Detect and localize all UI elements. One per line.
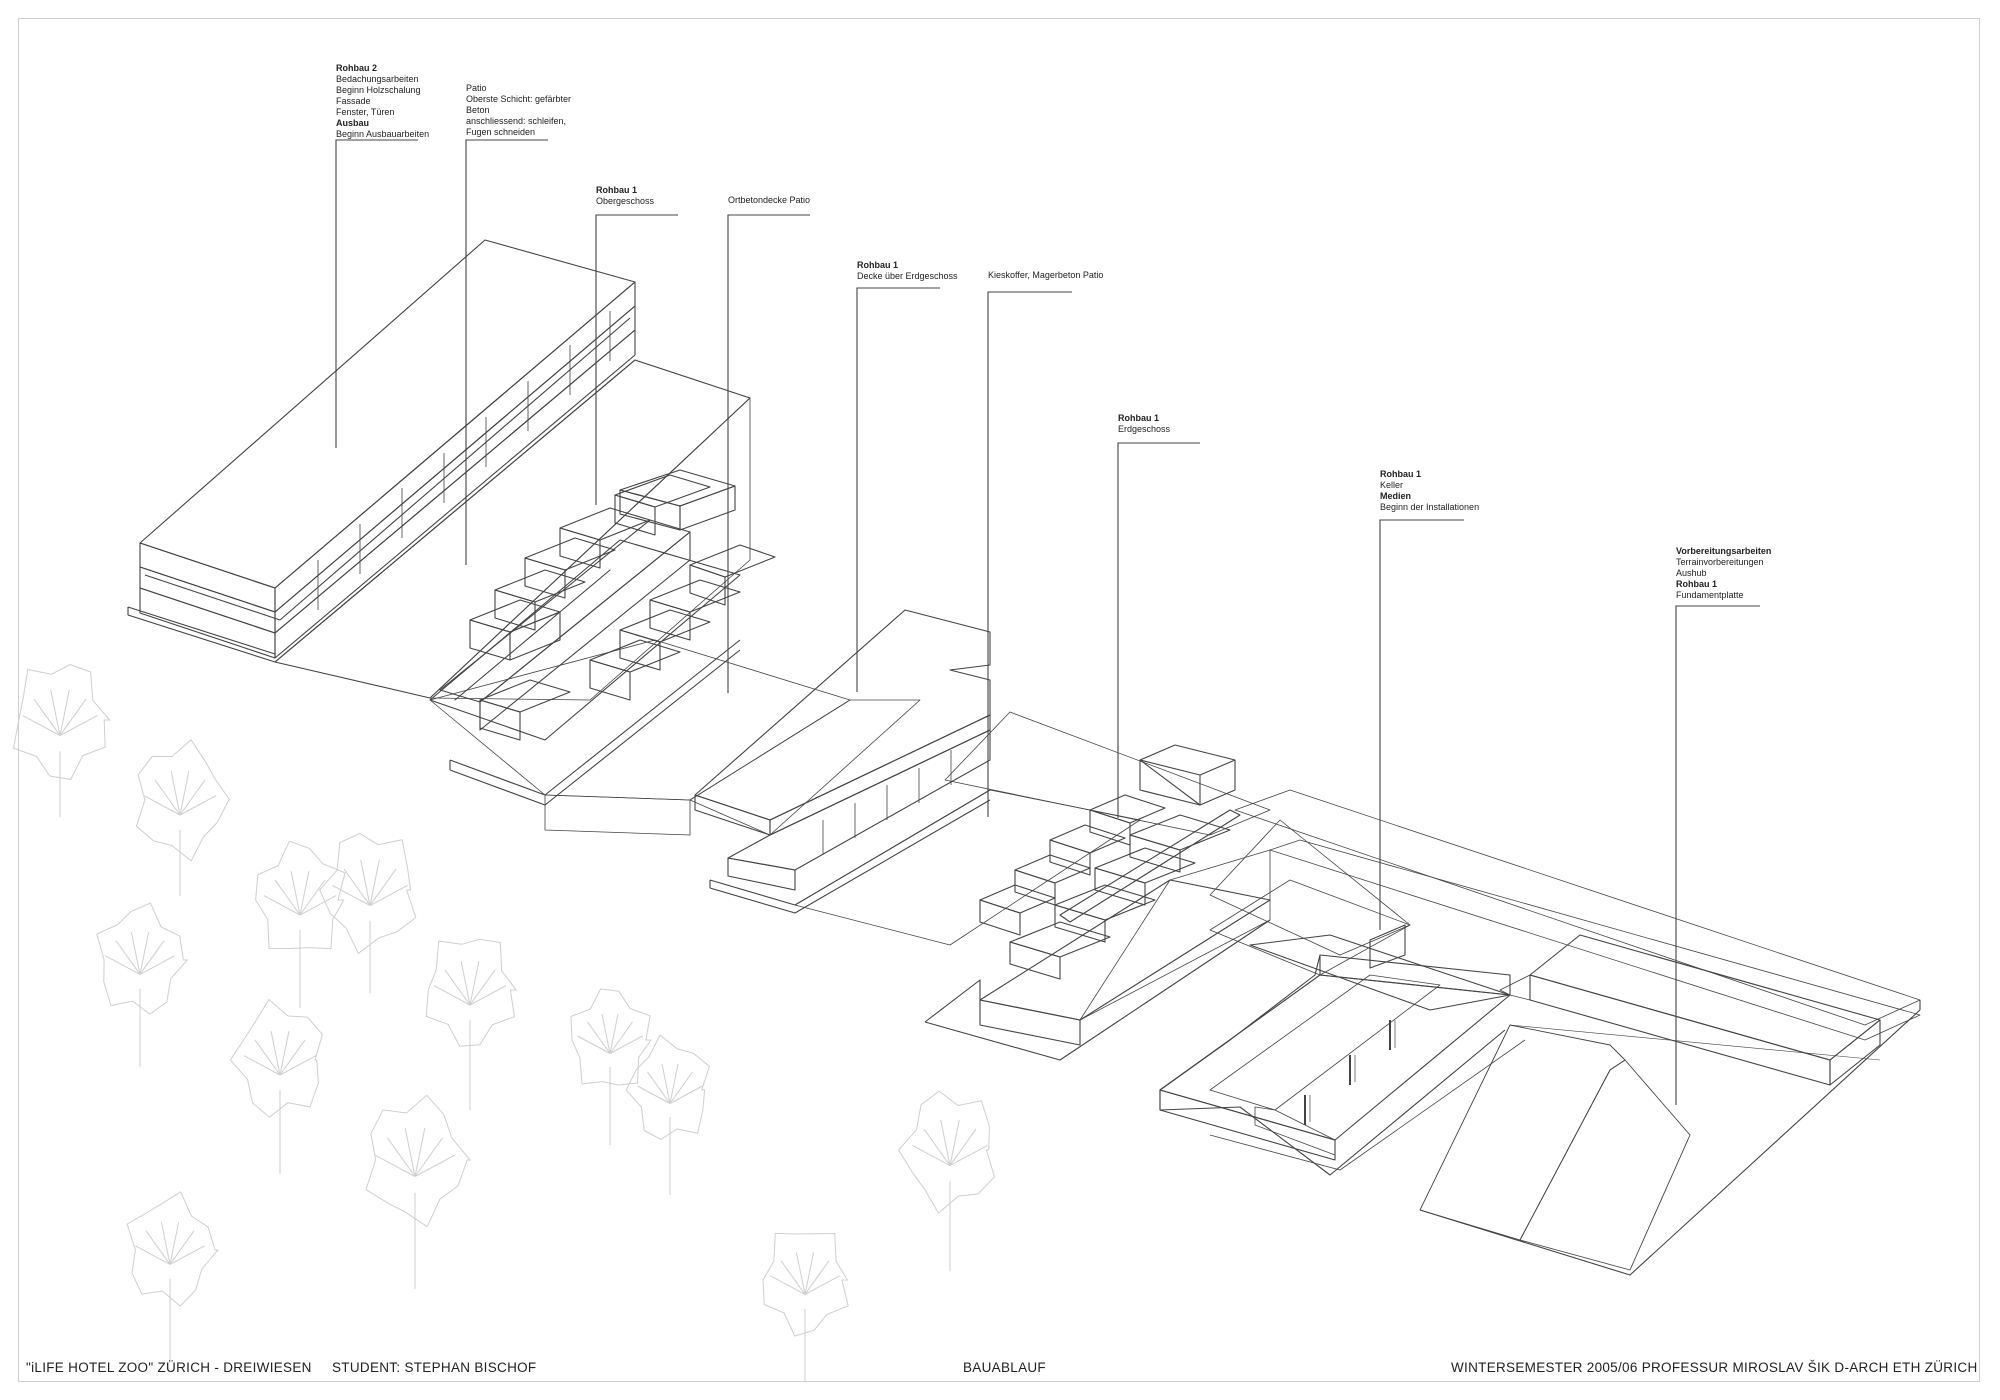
annotation-line: Patio <box>466 83 487 93</box>
tree-icon <box>425 938 518 1110</box>
tree-icon <box>762 1232 849 1381</box>
footer-semester: WINTERSEMESTER 2005/06 PROFESSUR MIROSLA… <box>1451 1360 1978 1375</box>
slab-over-ground-floor <box>694 609 991 914</box>
annotation-line: Fassade <box>336 96 371 106</box>
footer-project: "iLIFE HOTEL ZOO" ZÜRICH - DREIWIESEN <box>26 1360 312 1375</box>
footer-title: BAUABLAUF <box>963 1360 1046 1375</box>
annotation-line: Beginn Ausbauarbeiten <box>336 129 430 139</box>
building-axonometry <box>127 239 1921 1276</box>
annotation-line: Rohbau 1 <box>1380 469 1422 479</box>
annotation-kieskoffer: Kieskoffer, Magerbeton Patio <box>988 270 1103 281</box>
annotation-line: Kieskoffer, Magerbeton Patio <box>988 270 1104 280</box>
annotation-line: Rohbau 1 <box>1118 413 1160 423</box>
tree-icon <box>255 840 346 1008</box>
basement <box>1159 819 1526 1176</box>
tree-icon <box>229 998 323 1174</box>
footer-student: STUDENT: STEPHAN BISCHOF <box>332 1360 537 1375</box>
annotation-line: Beginn Holzschalung <box>336 85 421 95</box>
annotation-line: Obergeschoss <box>596 196 655 206</box>
tree-icon <box>319 833 417 994</box>
annotation-line: anschliessend: schleifen, <box>466 116 567 126</box>
annotation-line: Fundamentplatte <box>1676 590 1744 600</box>
annotation-line: Ausbau <box>336 118 370 128</box>
annotation-line: Beton <box>466 105 490 115</box>
tree-icon <box>126 1191 219 1363</box>
annotation-line: Rohbau 1 <box>1676 579 1718 589</box>
tree-icon <box>897 1090 996 1272</box>
tree-icon <box>625 1034 710 1195</box>
annotation-line: Vorbereitungsarbeiten <box>1676 546 1772 556</box>
annotation-line: Medien <box>1380 491 1412 501</box>
ground-floor-cells <box>924 744 1271 1061</box>
annotation-line: Keller <box>1380 480 1404 490</box>
annotation-line: Oberste Schicht: gefärbter <box>466 94 572 104</box>
annotation-line: Ortbetondecke Patio <box>728 195 811 205</box>
foundation-plate <box>1234 789 1921 1276</box>
sheet-frame <box>18 18 1980 1382</box>
tree-icon <box>12 664 111 818</box>
annotation-line: Beginn der Installationen <box>1380 502 1480 512</box>
annotation-ortbeton: Ortbetondecke Patio <box>728 195 810 206</box>
trees <box>12 664 996 1381</box>
annotation-line: Bedachungsarbeiten <box>336 74 419 84</box>
annotation-line: Rohbau 1 <box>857 260 899 270</box>
annotation-line: Decke über Erdgeschoss <box>857 271 958 281</box>
upper-block <box>127 239 636 663</box>
upper-floor-cells <box>429 469 776 806</box>
annotation-line: Aushub <box>1676 568 1707 578</box>
annotation-line: Rohbau 2 <box>336 63 378 73</box>
leader-lines <box>335 139 1760 1105</box>
annotation-line: Terrainvorbereitungen <box>1676 557 1764 567</box>
tree-icon <box>96 902 189 1067</box>
annotation-line: Fugen schneiden <box>466 127 536 137</box>
tree-icon <box>570 988 652 1145</box>
tree-icon <box>365 1094 472 1289</box>
annotation-line: Fenster, Türen <box>336 107 395 117</box>
annotation-line: Rohbau 1 <box>596 185 638 195</box>
annotation-line: Erdgeschoss <box>1118 424 1171 434</box>
tree-icon <box>135 739 231 896</box>
